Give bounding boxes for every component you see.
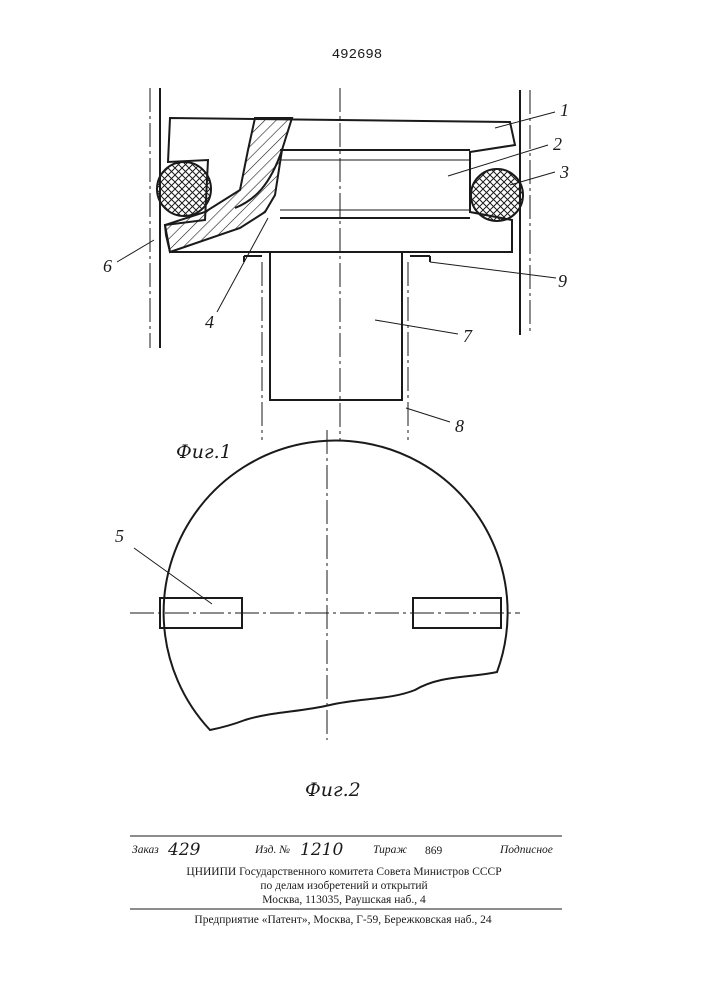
part-label-4: 4 [205, 312, 214, 332]
subscription-label: Подписное [499, 844, 553, 856]
figure-2-caption: Фиг.2 [305, 779, 361, 801]
leader-7 [375, 320, 458, 334]
part-label-5: 5 [115, 526, 124, 546]
affairs-line: по делам изобретений и открытий [260, 880, 427, 892]
o-ring-left [157, 162, 211, 216]
leader-8 [406, 408, 450, 422]
edition-label: Изд. № [254, 844, 290, 856]
part-label-7: 7 [463, 326, 473, 346]
part-label-2: 2 [553, 134, 562, 154]
enterprise-line: Предприятие «Патент», Москва, Г-59, Бере… [194, 914, 491, 926]
part-label-6: 6 [103, 256, 112, 276]
leader-9 [430, 262, 556, 278]
figure-1: 1 2 3 4 6 7 8 9 [103, 88, 569, 440]
figure-2: 5 [115, 430, 520, 740]
print-run-label: Тираж [373, 844, 407, 856]
figure-1-caption: Фиг.1 [176, 441, 232, 463]
patent-number: 492698 [332, 47, 382, 63]
leader-6 [117, 240, 154, 262]
edition-value: 1210 [300, 840, 343, 860]
piston-rod [270, 252, 402, 400]
print-run-value: 869 [425, 845, 443, 857]
address-line: Москва, 113035, Раушская наб., 4 [262, 894, 426, 906]
institute-line: ЦНИИПИ Государственного комитета Совета … [186, 866, 501, 878]
part-label-8: 8 [455, 416, 464, 436]
o-ring-right [471, 169, 523, 221]
part-label-9: 9 [558, 271, 567, 291]
part-label-1: 1 [560, 100, 569, 120]
order-value: 429 [167, 840, 201, 860]
leader-1 [495, 112, 555, 128]
part-label-3: 3 [559, 162, 569, 182]
order-label: Заказ [132, 844, 159, 856]
footer-imprint: Заказ 429 Изд. № 1210 Тираж 869 Подписно… [130, 836, 562, 926]
fig2-disc-outline [164, 441, 508, 730]
